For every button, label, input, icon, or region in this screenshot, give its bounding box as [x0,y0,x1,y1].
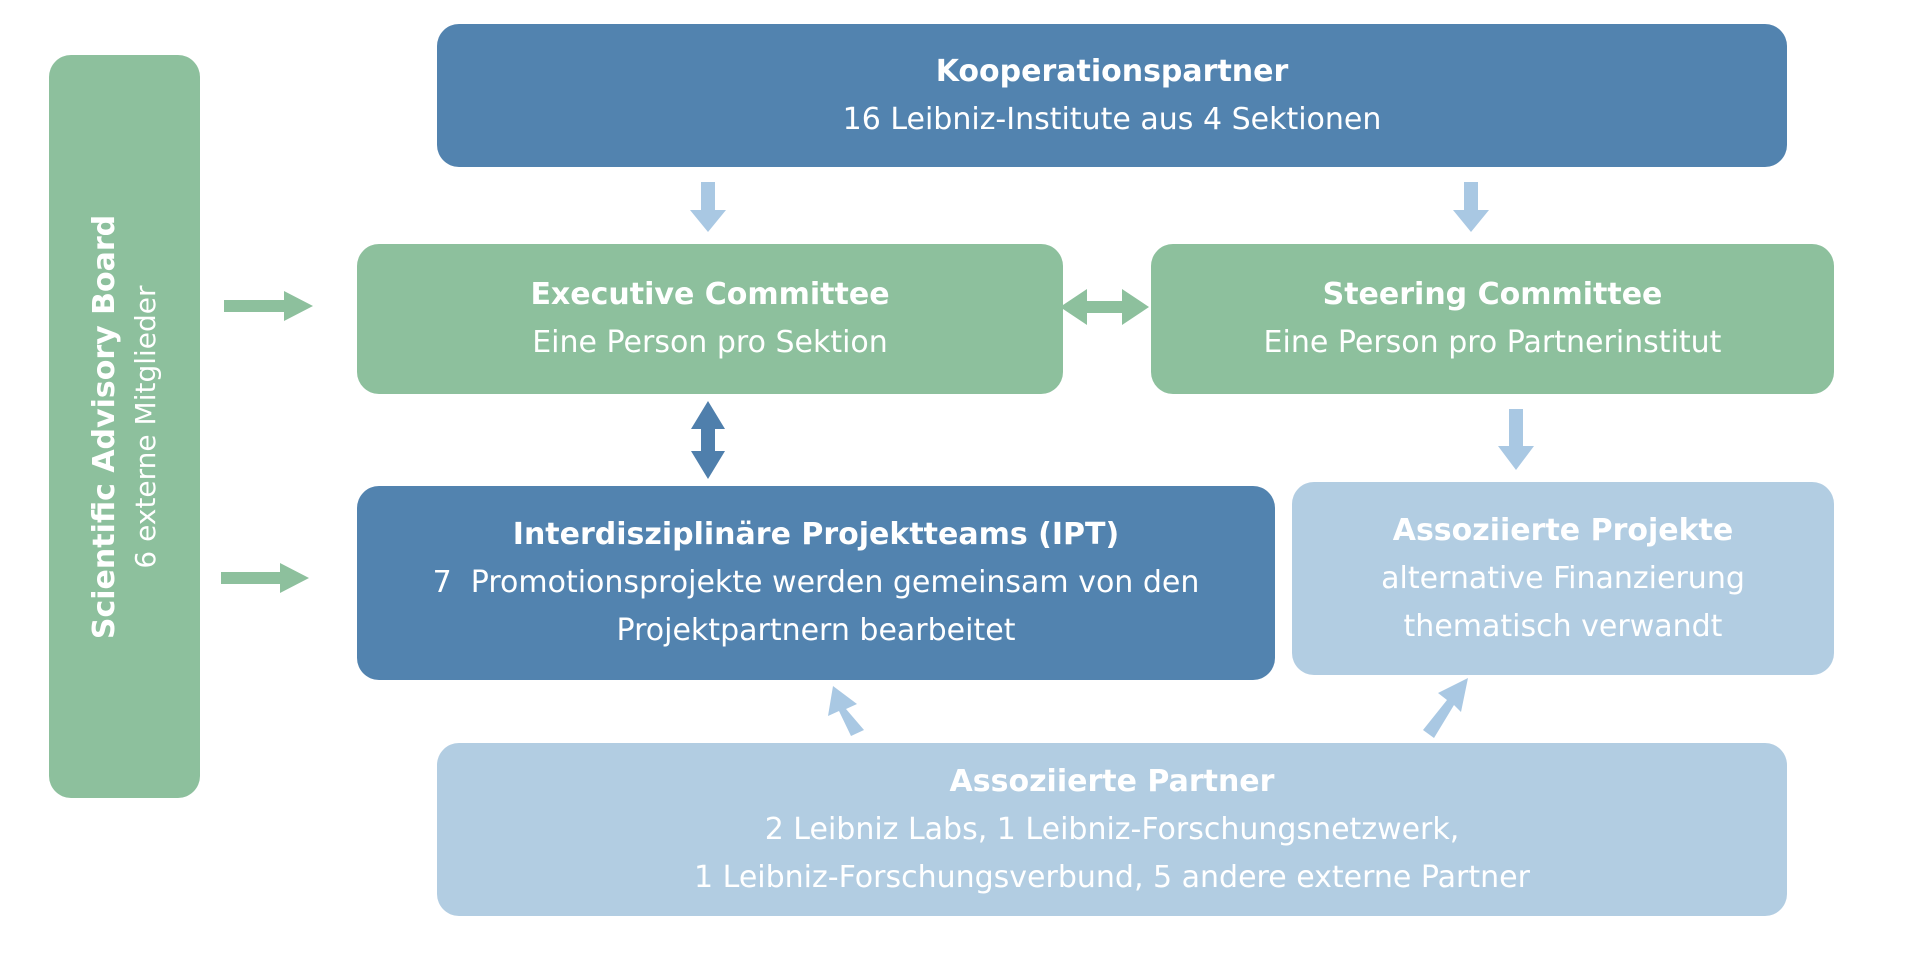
node-text: thematisch verwandt [1403,608,1723,644]
node-scientific-advisory-board: Scientific Advisory Board 6 externe Mitg… [49,55,200,798]
node-text: 16 Leibniz-Institute aus 4 Sektionen [842,101,1382,137]
node-text: 6 externe Mitglieder [128,284,162,569]
node-title: Scientific Advisory Board [86,214,122,639]
arrow-steering-to-assoziierte-projekte [1498,409,1534,470]
node-title: Executive Committee [530,277,890,312]
node-title: Kooperationspartner [935,53,1289,89]
node-steering-committee: Steering Committee Eine Person pro Partn… [1151,244,1834,394]
arrow-assoziierte-partner-to-assoziierte-projekte [1423,678,1468,738]
node-text: Eine Person pro Sektion [532,325,888,360]
node-text: 7 Promotionsprojekte werden gemeinsam vo… [432,565,1200,600]
node-text: Projektpartnern bearbeitet [616,613,1016,648]
node-title: Assoziierte Projekte [1392,512,1734,548]
arrow-kooperationspartner-to-executive-committee [690,182,726,232]
node-kooperationspartner: Kooperationspartner 16 Leibniz-Institute… [437,24,1787,167]
node-text: 2 Leibniz Labs, 1 Leibniz-Forschungsnetz… [764,811,1460,847]
arrow-sab-to-executive-committee [224,291,313,321]
node-title: Steering Committee [1322,277,1663,312]
node-title: Assoziierte Partner [949,763,1275,799]
arrow-kooperationspartner-to-steering-committee [1453,182,1489,232]
node-assoziierte-projekte: Assoziierte Projekte alternative Finanzi… [1292,482,1834,675]
node-executive-committee: Executive Committee Eine Person pro Sekt… [357,244,1063,394]
node-text: alternative Finanzierung [1381,560,1745,596]
node-text: Eine Person pro Partnerinstitut [1263,325,1722,360]
arrow-executive-steering-bidirectional [1060,289,1149,325]
node-title: Interdisziplinäre Projektteams (IPT) [512,517,1120,552]
node-ipt: Interdisziplinäre Projektteams (IPT) 7 P… [357,486,1275,680]
arrow-sab-to-ipt [221,563,309,593]
sab-rotated-label: Scientific Advisory Board 6 externe Mitg… [84,214,166,638]
node-text: 1 Leibniz-Forschungsverbund, 5 andere ex… [694,859,1530,895]
arrow-assoziierte-partner-to-ipt [828,686,864,736]
node-assoziierte-partner: Assoziierte Partner 2 Leibniz Labs, 1 Le… [437,743,1787,916]
arrow-executive-ipt-bidirectional [691,401,725,479]
